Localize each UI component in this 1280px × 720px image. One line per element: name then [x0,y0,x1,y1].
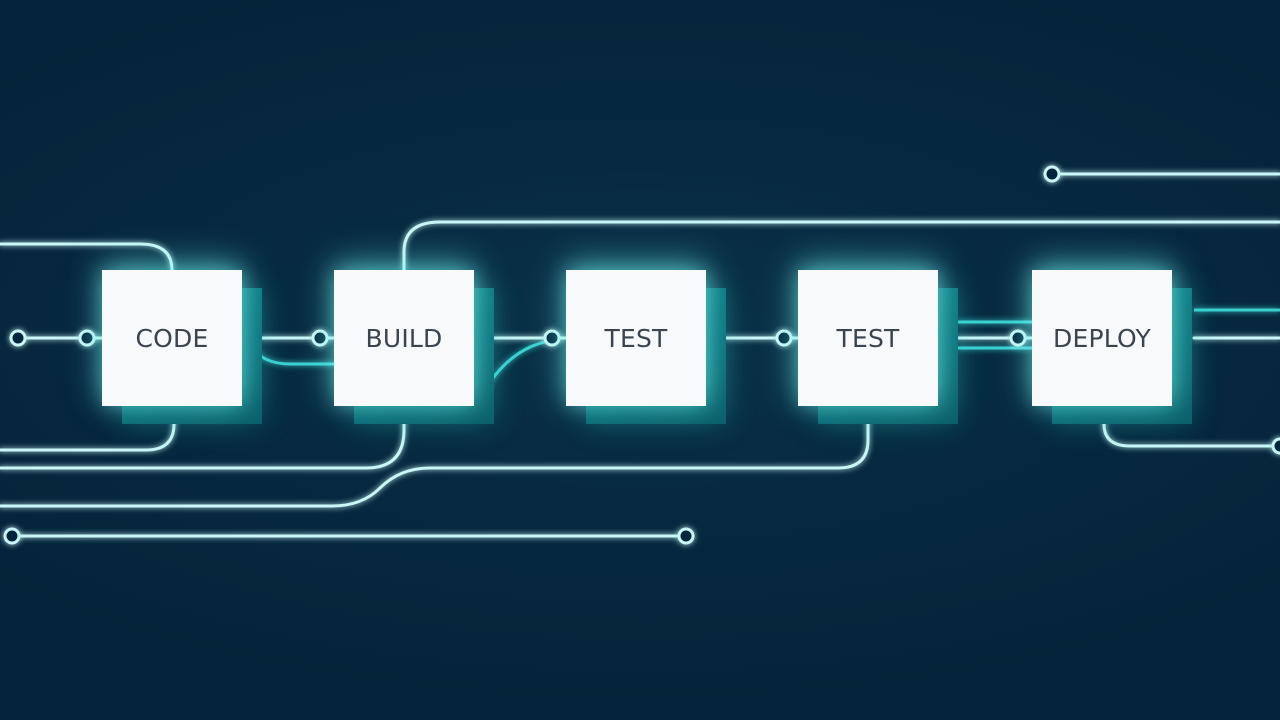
stage-deploy-box: DEPLOY [1032,270,1172,406]
accent-wire-build [248,344,334,366]
stage-test-box: TEST [566,270,706,406]
stage-test-2-box: TEST [798,270,938,406]
stage-build-label: BUILD [365,323,443,353]
node-ring-start [9,329,27,347]
stage-test: TEST [566,270,726,424]
node-ring-bottom-right [677,527,695,545]
wire-build-down [0,404,406,470]
wire-top-left [0,242,174,272]
node-ring-test2-in [775,329,793,347]
wire-top-long [402,220,1280,272]
node-ring-deploy-in [1009,329,1027,347]
stage-build: BUILD [334,270,494,424]
stage-deploy-label: DEPLOY [1053,323,1151,353]
node-ring-bottom-left [3,527,21,545]
wire-code-down [0,404,176,452]
stage-code-box: CODE [102,270,242,406]
stage-code: CODE [102,270,262,424]
stage-test-2-label: TEST [836,323,900,353]
node-ring-test-in [543,329,561,347]
wire-deploy-down [1102,404,1280,448]
stage-test-2: TEST [798,270,958,424]
node-ring-code-in [78,329,96,347]
node-ring-top-right [1043,165,1061,183]
node-ring-build-in [311,329,329,347]
node-ring-edge-right [1271,437,1280,455]
stage-build-box: BUILD [334,270,474,406]
stage-test-label: TEST [604,323,668,353]
stage-deploy: DEPLOY [1032,270,1192,424]
wire-test2-down [0,404,870,508]
stage-code-label: CODE [135,323,209,353]
